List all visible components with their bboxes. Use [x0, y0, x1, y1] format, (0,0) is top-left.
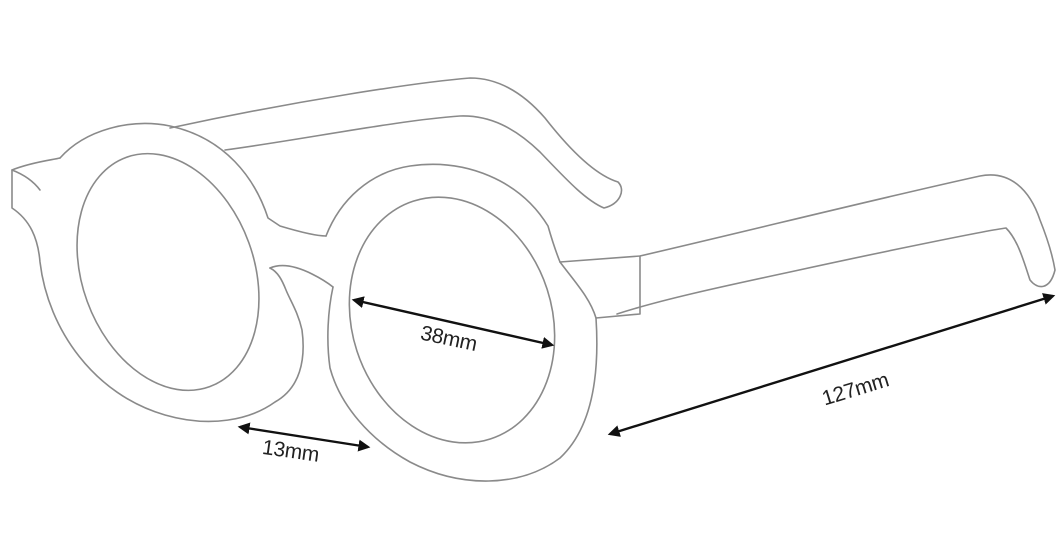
lens-width-arrow: [351, 296, 555, 349]
temple-length-arrow: [607, 293, 1056, 437]
rear-temple-arm: [169, 77, 623, 209]
left-rim-outer: [59, 122, 327, 237]
bridge-width-arrow: [237, 422, 371, 452]
right-rim-outer: [325, 163, 561, 263]
right-rim-side: [327, 261, 598, 482]
nose-bridge: [269, 264, 334, 288]
left-lens: [76, 152, 260, 392]
left-rim-side: [11, 169, 304, 423]
temple-length-label: 127mm: [819, 368, 891, 410]
left-endpiece: [11, 157, 61, 191]
right-lens: [348, 196, 556, 444]
near-temple-arm: [559, 174, 1056, 315]
bridge-width-label: 13mm: [261, 436, 321, 467]
